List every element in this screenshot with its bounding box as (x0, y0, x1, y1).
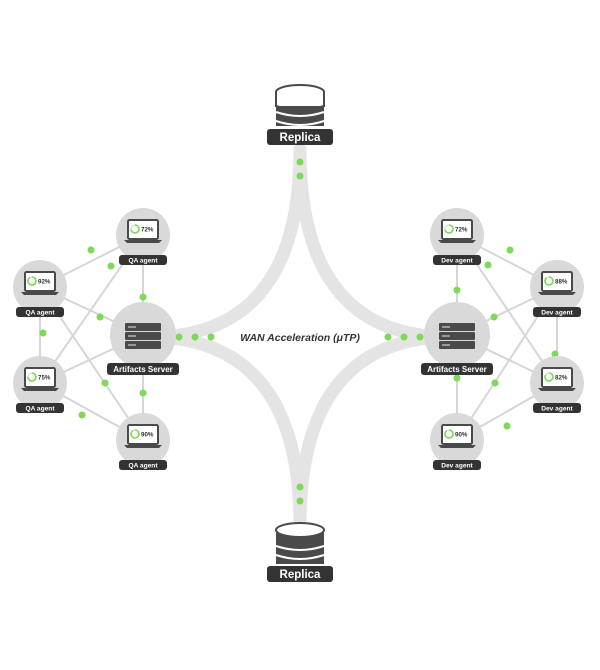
agent-progress-value: 72% (455, 227, 468, 234)
progress-ring (27, 372, 37, 382)
agent-node-right-3: 82% Dev agent (530, 356, 584, 413)
agent-progress-value: 82% (555, 375, 568, 382)
agent-progress-value: 72% (141, 227, 154, 234)
agent-label: QA agent (128, 463, 158, 470)
agent-node-left-1: 72% QA agent (116, 208, 170, 265)
agent-label-badge (16, 403, 64, 413)
progress-ring (544, 276, 554, 286)
agent-label: Dev agent (441, 258, 473, 265)
progress-ring (27, 276, 37, 286)
wan-links (153, 143, 447, 532)
wan-link-top-left (153, 143, 307, 344)
agent-progress-value: 88% (555, 279, 568, 286)
agent-label-badge (533, 403, 581, 413)
replica-top-label: Replica (280, 132, 322, 144)
database-icon (275, 522, 325, 564)
artifacts-server-right-label: Artifacts Server (427, 365, 487, 374)
replica-top: Replica (267, 84, 333, 145)
agent-label-badge (433, 255, 481, 265)
artifacts-server-left-label: Artifacts Server (113, 365, 173, 374)
agent-progress-value: 75% (38, 375, 51, 382)
progress-ring (130, 429, 140, 439)
progress-ring (130, 224, 140, 234)
agent-node-left-3: 75% QA agent (13, 356, 67, 413)
server-rack-icon (439, 323, 475, 349)
server-rack-icon (125, 323, 161, 349)
wan-link-top-right (293, 143, 447, 344)
wan-acceleration-label: WAN Acceleration (μTP) (240, 332, 360, 344)
agent-label-badge (16, 307, 64, 317)
replica-bottom: Replica (267, 522, 333, 582)
agent-label: Dev agent (541, 310, 573, 317)
agent-label-badge (119, 460, 167, 470)
agents-layer: 72% QA agent 92% QA agent 75% QA agent 90% QA a… (13, 208, 584, 470)
agent-node-right-4: 90% Dev agent (430, 413, 484, 470)
replica-bottom-badge (267, 566, 333, 582)
progress-ring (444, 224, 454, 234)
wan-link-bottom-left (153, 330, 307, 532)
data-dots (39, 158, 559, 505)
wan-link-bottom-right (293, 330, 447, 532)
replica-top-badge (267, 129, 333, 145)
agent-label: QA agent (128, 258, 158, 265)
agent-label: QA agent (25, 406, 55, 413)
agent-label: QA agent (25, 310, 55, 317)
agent-progress-value: 90% (455, 432, 468, 439)
artifacts-server-right: Artifacts Server (421, 302, 493, 375)
agent-node-left-2: 92% QA agent (13, 260, 67, 317)
agent-label-badge (119, 255, 167, 265)
artifacts-server-left: Artifacts Server (107, 302, 179, 375)
agent-progress-value: 90% (141, 432, 154, 439)
progress-ring (544, 372, 554, 382)
agent-progress-value: 92% (38, 279, 51, 286)
agent-label-badge (533, 307, 581, 317)
progress-ring (444, 429, 454, 439)
replica-bottom-label: Replica (280, 569, 322, 581)
agent-node-right-2: 88% Dev agent (530, 260, 584, 317)
agent-node-right-1: 72% Dev agent (430, 208, 484, 265)
database-icon (275, 84, 325, 126)
agent-label: Dev agent (441, 463, 473, 470)
agent-node-left-4: 90% QA agent (116, 413, 170, 470)
agent-label-badge (433, 460, 481, 470)
agent-label: Dev agent (541, 406, 573, 413)
